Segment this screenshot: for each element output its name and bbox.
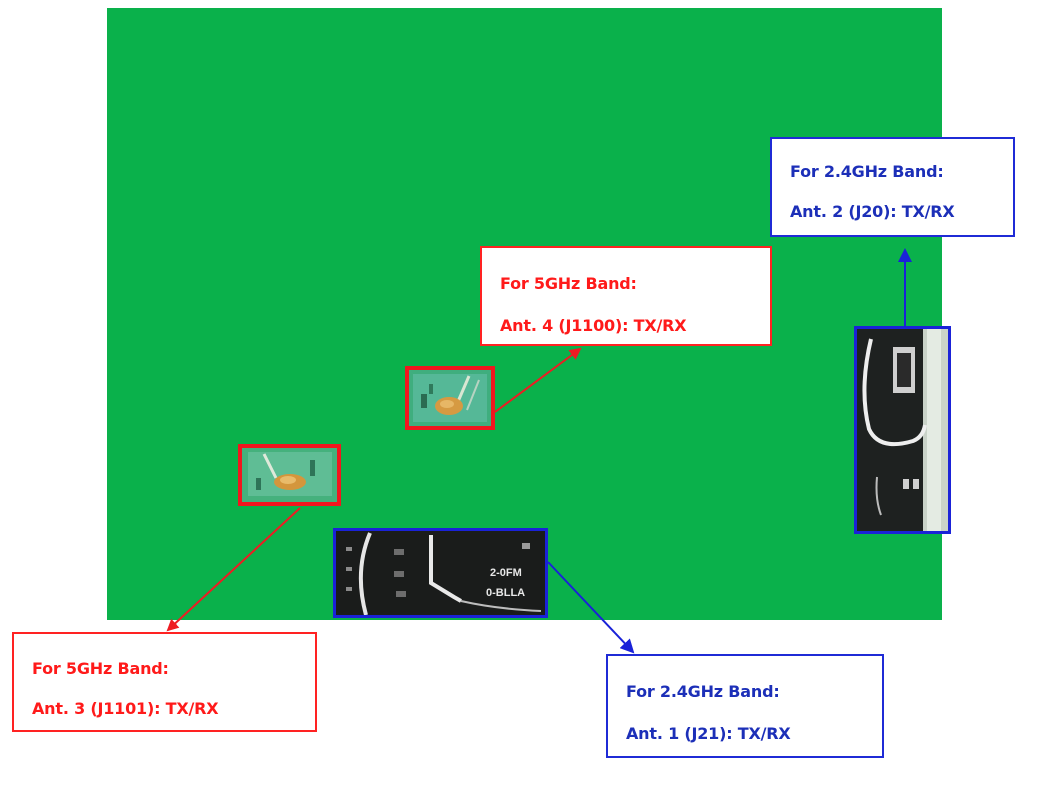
callout-ant2-band: For 2.4GHz Band: — [790, 162, 944, 181]
ant2-connector-highlight — [854, 326, 951, 534]
ant1-connector-highlight: 2-0FM 0-BLLA — [333, 528, 548, 618]
ant4-connector-photo — [409, 370, 491, 426]
callout-ant3-band: For 5GHz Band: — [32, 659, 169, 678]
callout-ant1-2-4ghz: For 2.4GHz Band: Ant. 1 (J21): TX/RX — [606, 654, 884, 758]
ant2-connector-photo — [857, 329, 948, 531]
ant4-connector-highlight — [405, 366, 495, 430]
callout-ant3-label: Ant. 3 (J1101): TX/RX — [32, 699, 219, 718]
arrow-ant4 — [494, 347, 582, 413]
ant1-connector-photo: 2-0FM 0-BLLA — [336, 531, 545, 615]
ant1-connector-text-2: 0-BLLA — [486, 587, 526, 599]
ant1-connector-text-1: 2-0FM — [490, 567, 522, 579]
callout-ant4-5ghz: For 5GHz Band: Ant. 4 (J1100): TX/RX — [480, 246, 772, 346]
arrow-ant3 — [166, 507, 301, 632]
ant3-connector-photo — [242, 448, 337, 502]
callout-ant1-band: For 2.4GHz Band: — [626, 682, 780, 701]
callout-ant3-5ghz: For 5GHz Band: Ant. 3 (J1101): TX/RX — [12, 632, 317, 732]
arrow-ant1 — [547, 561, 635, 654]
callout-ant2-2-4ghz: For 2.4GHz Band: Ant. 2 (J20): TX/RX — [770, 137, 1015, 237]
callout-ant2-label: Ant. 2 (J20): TX/RX — [790, 202, 955, 221]
ant3-connector-highlight — [238, 444, 341, 506]
callout-ant4-label: Ant. 4 (J1100): TX/RX — [500, 316, 687, 335]
callout-ant4-band: For 5GHz Band: — [500, 274, 637, 293]
callout-ant1-label: Ant. 1 (J21): TX/RX — [626, 724, 791, 743]
